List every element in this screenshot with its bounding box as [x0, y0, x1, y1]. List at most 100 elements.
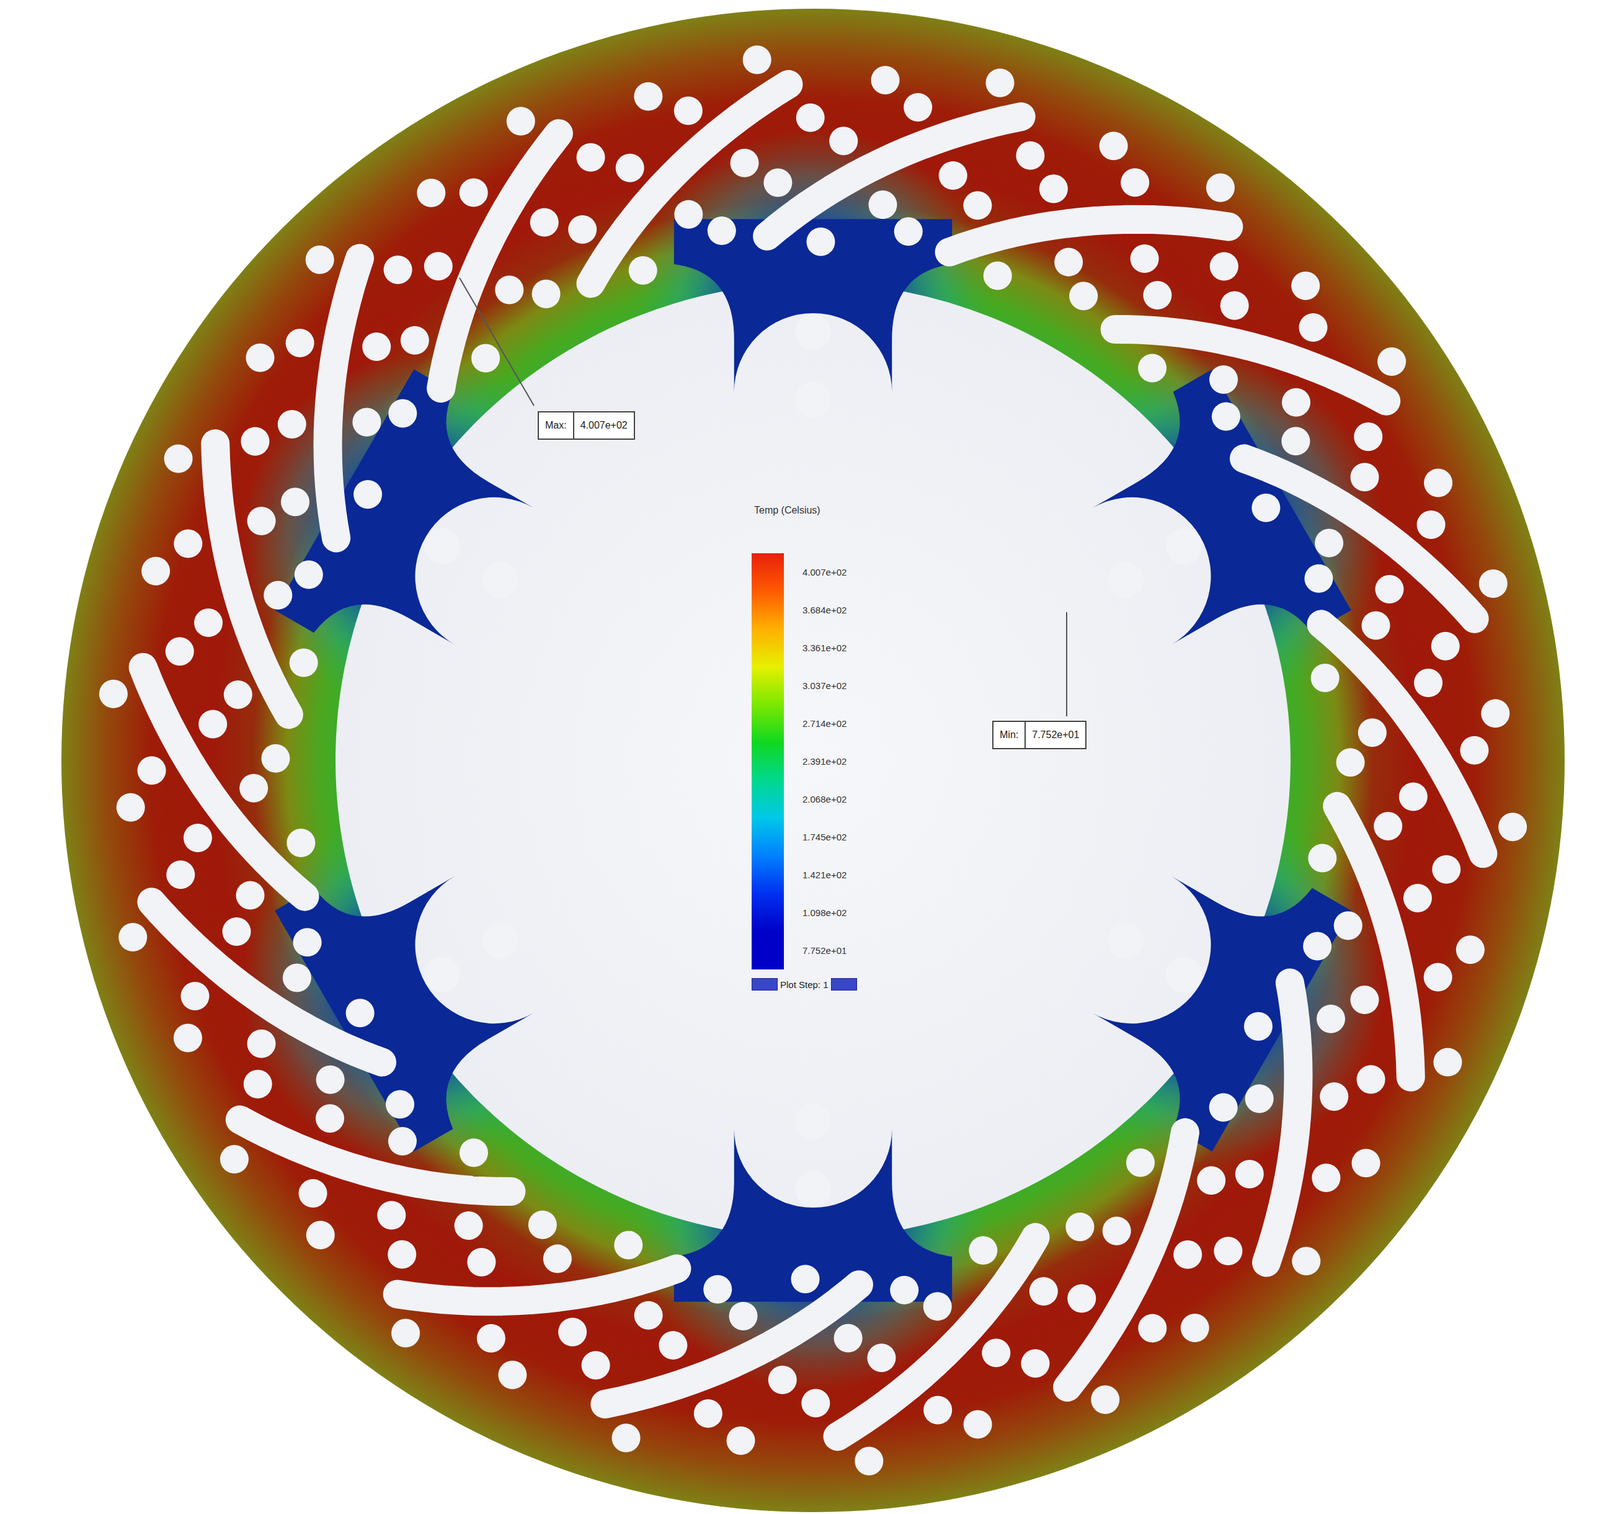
vent-hole [693, 1399, 723, 1428]
vent-hole [194, 608, 223, 637]
vent-hole [1020, 1348, 1050, 1378]
vent-hole [1314, 528, 1344, 557]
legend-row: 1.098e+02 [751, 893, 858, 932]
bolt-hole [475, 555, 525, 605]
vent-hole [1209, 365, 1238, 394]
vent-slot [215, 443, 289, 715]
vent-hole [1431, 855, 1461, 884]
legend-value: 2.714e+02 [802, 718, 847, 729]
vent-hole [316, 1065, 345, 1094]
legend-value: 2.391e+02 [802, 755, 847, 767]
vent-hole [613, 1230, 643, 1259]
legend-swatch [751, 742, 784, 781]
vent-hole [165, 636, 195, 666]
legend-row: 4.007e+02 [751, 553, 858, 592]
vent-hole [528, 1210, 557, 1240]
vent-hole [1433, 1048, 1462, 1077]
vent-hole [703, 1275, 732, 1304]
vent-hole [1373, 811, 1403, 841]
vent-hole [166, 860, 195, 889]
vent-hole [137, 755, 167, 785]
bolt-hole [795, 1170, 832, 1207]
vent-slot [240, 1119, 512, 1192]
vent-hole [1479, 569, 1508, 598]
callout-label: Max: [538, 412, 574, 439]
vent-hole [963, 191, 992, 220]
vent-slot [1244, 458, 1475, 619]
tab-body [1062, 368, 1352, 697]
vent-hole [400, 326, 430, 355]
bolt-hole [417, 950, 467, 1000]
vent-hole [1054, 248, 1083, 277]
legend-value: 3.361e+02 [802, 642, 847, 654]
step-button [751, 977, 778, 991]
vent-hole [923, 1291, 952, 1321]
vent-hole [1377, 347, 1406, 376]
vent-hole [674, 96, 703, 126]
vent-hole [1333, 911, 1363, 940]
hub-cutout [335, 282, 1291, 1238]
bolt-hole [1100, 555, 1150, 605]
vent-hole [173, 529, 203, 559]
vent-hole [768, 1365, 797, 1395]
vent-hole [981, 1338, 1011, 1367]
vent-hole [628, 256, 658, 285]
vent-hole [183, 823, 213, 853]
vent-slot [604, 1284, 859, 1405]
vent-hole [385, 1089, 415, 1119]
vent-hole [796, 103, 825, 133]
vent-hole [173, 1023, 203, 1052]
vent-hole [568, 215, 597, 244]
legend-value: 1.745e+02 [802, 831, 847, 843]
vent-hole [289, 648, 319, 677]
legend-swatch [751, 704, 784, 743]
vent-hole [1291, 271, 1320, 301]
vent-hole [306, 1220, 335, 1249]
vent-hole [387, 1240, 417, 1269]
vent-hole [558, 1317, 587, 1347]
vent-hole [1353, 422, 1383, 451]
vent-hole [1220, 291, 1249, 320]
vent-hole [424, 251, 453, 281]
legend-swatch [751, 628, 784, 667]
vent-hole [834, 1323, 863, 1352]
vent-hole [1235, 1159, 1264, 1189]
vent-hole [726, 1426, 755, 1455]
vent-holes [99, 45, 1527, 1475]
vent-hole [868, 190, 897, 219]
vent-hole [1319, 1082, 1349, 1111]
vent-hole [235, 880, 265, 910]
vent-hole [1090, 1385, 1120, 1414]
vent-hole [1311, 663, 1340, 693]
vent-hole [1281, 426, 1310, 456]
vent-hole [466, 1247, 496, 1277]
vent-slot [1321, 623, 1484, 854]
vent-hole [1015, 141, 1045, 170]
legend-row: 1.745e+02 [751, 817, 858, 856]
vent-hole [494, 275, 524, 304]
vent-hole [791, 1264, 820, 1294]
vent-hole [1142, 280, 1172, 310]
vent-hole [1298, 313, 1328, 342]
color-legend: Temp (Celsius)4.007e+023.684e+023.361e+0… [751, 504, 858, 991]
vent-hole [1336, 747, 1365, 777]
vent-hole [180, 981, 209, 1011]
vent-hole [377, 1200, 406, 1230]
vent-hole [1374, 574, 1404, 604]
vent-slot [767, 116, 1022, 237]
vent-hole [1302, 931, 1332, 960]
vent-hole [763, 168, 792, 197]
vent-hole [164, 444, 193, 473]
vent-hole [1251, 493, 1280, 523]
vent-hole [247, 506, 276, 536]
vent-hole [1065, 1212, 1094, 1241]
tab-body [274, 824, 564, 1152]
vent-hole [1311, 1163, 1341, 1192]
vent-hole [968, 1235, 998, 1265]
vent-hole [1291, 1246, 1321, 1276]
vent-hole [240, 427, 270, 456]
vent-hole [1456, 935, 1485, 964]
vent-hole [1361, 610, 1391, 640]
vent-hole [1307, 843, 1337, 872]
mounting-tab [274, 811, 586, 1152]
